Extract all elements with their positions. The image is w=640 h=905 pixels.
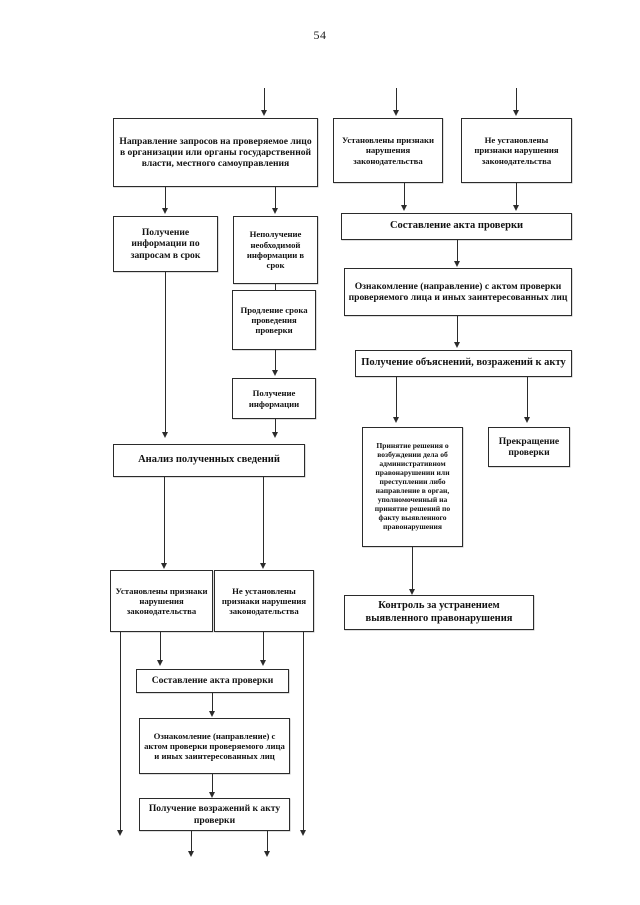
connector-n2-to-n6 <box>165 272 166 434</box>
connector-n8-bypass-down <box>303 632 304 832</box>
node-violations-not-found-right[interactable]: Не установлены признаки нарушения законо… <box>461 118 572 183</box>
node-info-not-received-label: Неполучение необходимой информации в сро… <box>246 229 305 271</box>
arrowhead-n6-to-n8 <box>259 563 266 569</box>
arrowhead-n4-to-n5 <box>271 370 278 376</box>
arrowhead-r4-to-r5 <box>453 342 460 348</box>
node-familiarization-bottom-label: Ознакомление (направление) с актом прове… <box>144 730 285 762</box>
connector-n8-to-n9 <box>263 632 264 662</box>
arrowhead-n5-to-n6 <box>271 432 278 438</box>
arrowhead-r3-to-r4 <box>453 261 460 267</box>
connector-n10-to-n11 <box>212 774 213 794</box>
arrowhead-r2-to-r3 <box>512 205 519 211</box>
node-inspection-report-bottom-label: Составление акта проверки <box>151 675 274 687</box>
arrowhead-n1-to-n3 <box>271 208 278 214</box>
arrowhead-r5-to-r7 <box>523 417 530 423</box>
node-inspection-report-right-label: Составление акта проверки <box>389 220 524 232</box>
node-send-requests-label: Направление запросов на проверяемое лицо… <box>119 135 312 170</box>
node-familiarization-right[interactable]: Ознакомление (направление) с актом прове… <box>344 268 572 316</box>
arrowhead-r1-to-r3 <box>400 205 407 211</box>
connector-top-to-r2 <box>516 88 517 112</box>
node-receive-explanations-right-label: Получение объяснений, возражений к акту <box>361 357 566 369</box>
node-analysis-label: Анализ полученных сведений <box>138 454 280 466</box>
connector-r1-to-r3 <box>404 183 405 207</box>
connector-n5-to-n6 <box>275 419 276 434</box>
connector-n11-out-right <box>267 831 268 853</box>
node-familiarization-bottom[interactable]: Ознакомление (направление) с актом прове… <box>139 718 290 774</box>
node-info-received-on-time[interactable]: Получение информации по запросам в срок <box>113 216 218 272</box>
node-control-of-elimination[interactable]: Контроль за устранением выявленного прав… <box>344 595 534 630</box>
page-number: 54 <box>313 28 327 42</box>
node-inspection-report-bottom[interactable]: Составление акта проверки <box>136 669 289 693</box>
node-send-requests[interactable]: Направление запросов на проверяемое лицо… <box>113 118 318 187</box>
connector-r6-to-r8 <box>412 547 413 591</box>
arrowhead-n2-to-n6 <box>161 432 168 438</box>
connector-n1-to-n3 <box>275 187 276 210</box>
connector-n6-to-n7 <box>164 477 165 565</box>
arrowhead-n1-to-n2 <box>161 208 168 214</box>
connector-r2-to-r3 <box>516 183 517 207</box>
connector-n7-to-n9 <box>160 632 161 662</box>
node-violations-found-left[interactable]: Установлены признаки нарушения законодат… <box>110 570 213 632</box>
node-decision-on-case[interactable]: Принятие решения о возбуждении дела об а… <box>362 427 463 547</box>
arrowhead-n8-bypass <box>299 830 306 836</box>
connector-n9-to-n10 <box>212 693 213 713</box>
node-familiarization-right-label: Ознакомление (направление) с актом прове… <box>348 280 568 303</box>
node-obtain-information[interactable]: Получение информации <box>232 378 316 419</box>
connector-top-to-n1 <box>264 88 265 112</box>
node-violations-found-right[interactable]: Установлены признаки нарушения законодат… <box>333 118 443 183</box>
node-violations-not-found-left[interactable]: Не установлены признаки нарушения законо… <box>214 570 314 632</box>
arrowhead-n7-to-n9 <box>156 660 163 666</box>
node-control-of-elimination-label: Контроль за устранением выявленного прав… <box>365 600 513 624</box>
node-extend-inspection-term[interactable]: Продление срока проведения проверки <box>232 290 316 350</box>
node-analysis-of-information[interactable]: Анализ полученных сведений <box>113 444 305 477</box>
node-terminate-inspection-label: Прекращение проверки <box>498 435 560 458</box>
connector-n7-bypass-down <box>120 632 121 832</box>
node-receive-objections-bottom[interactable]: Получение возражений к акту проверки <box>139 798 290 831</box>
node-terminate-inspection[interactable]: Прекращение проверки <box>488 427 570 467</box>
connector-r5-to-r7 <box>527 377 528 419</box>
node-violations-not-found-right-label: Не установлены признаки нарушения законо… <box>474 135 559 166</box>
arrowhead-n10-to-n11 <box>208 792 215 798</box>
node-info-received-on-time-label: Получение информации по запросам в срок <box>130 227 201 261</box>
connector-n1-to-n2 <box>165 187 166 210</box>
connector-top-to-r1 <box>396 88 397 112</box>
node-receive-explanations-right[interactable]: Получение объяснений, возражений к акту <box>355 350 572 377</box>
arrowhead-r6-to-r8 <box>408 589 415 595</box>
node-violations-not-found-left-label: Не установлены признаки нарушения законо… <box>221 585 307 617</box>
arrowhead-n7-bypass <box>116 830 123 836</box>
node-violations-found-right-label: Установлены признаки нарушения законодат… <box>341 135 435 166</box>
node-extend-term-label: Продление срока проведения проверки <box>240 304 308 336</box>
connector-r5-to-r6 <box>396 377 397 419</box>
arrowhead-top-to-r1 <box>392 110 399 116</box>
arrowhead-top-to-r2 <box>512 110 519 116</box>
node-violations-found-left-label: Установлены признаки нарушения законодат… <box>115 585 208 617</box>
node-decision-on-case-label: Принятие решения о возбуждении дела об а… <box>374 441 451 531</box>
arrowhead-n11-out-left <box>187 851 194 857</box>
connector-r3-to-r4 <box>457 240 458 263</box>
arrowhead-top-to-n1 <box>260 110 267 116</box>
node-obtain-information-label: Получение информации <box>248 388 300 409</box>
connector-n4-to-n5 <box>275 350 276 372</box>
connector-r4-to-r5 <box>457 316 458 344</box>
arrowhead-n6-to-n7 <box>160 563 167 569</box>
arrowhead-n11-out-right <box>263 851 270 857</box>
connector-n11-out-left <box>191 831 192 853</box>
node-info-not-received-on-time[interactable]: Неполучение необходимой информации в сро… <box>233 216 318 284</box>
arrowhead-n9-to-n10 <box>208 711 215 717</box>
arrowhead-n8-to-n9 <box>259 660 266 666</box>
node-inspection-report-right[interactable]: Составление акта проверки <box>341 213 572 240</box>
node-receive-objections-bottom-label: Получение возражений к акту проверки <box>148 803 281 826</box>
arrowhead-r5-to-r6 <box>392 417 399 423</box>
connector-n6-to-n8 <box>263 477 264 565</box>
